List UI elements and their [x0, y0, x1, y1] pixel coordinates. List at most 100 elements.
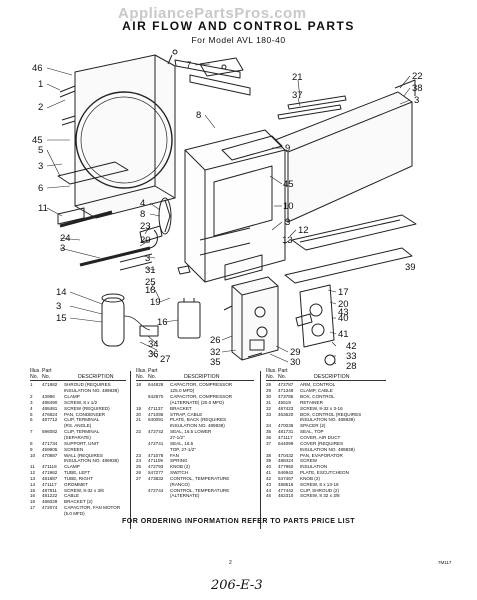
- part-description: STRAP, CABLE: [170, 411, 203, 417]
- illus-number: 37: [266, 440, 272, 446]
- illus-number: 3: [30, 399, 33, 405]
- part-description: TUBE, LEFT: [64, 470, 91, 476]
- illus-number: 23: [136, 452, 142, 458]
- callout: 29: [290, 347, 301, 358]
- callout: 9: [285, 143, 290, 154]
- callout: 31: [145, 265, 156, 276]
- part-description: GROMMET: [64, 481, 88, 487]
- callout: 45: [283, 179, 294, 190]
- watermark: AppliancePartsPros.com: [118, 5, 307, 22]
- callout: 30: [290, 357, 301, 368]
- illus-number: 2: [30, 394, 33, 400]
- part-description: CONTROL, TEMPERATURE: [170, 487, 230, 493]
- illus-number: 16: [30, 493, 36, 499]
- illus-number: 31: [266, 399, 272, 405]
- part-number: 471962: [42, 470, 58, 476]
- part-number: 488490: [42, 399, 58, 405]
- part-description: CLAMP: [64, 394, 80, 400]
- part-description: INSULATION NO. 489838): [170, 423, 225, 429]
- part-number: 472787: [278, 382, 294, 388]
- callout: 45: [32, 135, 43, 146]
- part-description: TOP, 27-1/2": [170, 446, 196, 452]
- illus-number: 26: [136, 470, 142, 476]
- part-description: BOX, CONTROL: [300, 394, 335, 400]
- callout: 43: [338, 307, 349, 318]
- part-description: SWITCH: [170, 470, 189, 476]
- ordering-footer: FOR ORDERING INFORMATION REFER TO PARTS …: [121, 518, 356, 525]
- part-number: 471095: [148, 411, 164, 417]
- part-description: PAN, EVAPORATOR: [300, 452, 343, 458]
- illus-number: 22: [136, 429, 142, 435]
- part-description: INSULATION NO. 489838): [300, 446, 355, 452]
- document-code: 7M117: [438, 560, 452, 565]
- illus-number: 15: [30, 487, 36, 493]
- part-number: 487811: [42, 487, 57, 493]
- part-number: 471734: [42, 440, 58, 446]
- col-description: DESCRIPTION: [78, 374, 114, 381]
- illus-number: 33: [266, 411, 272, 417]
- illus-number: 17: [30, 505, 36, 511]
- illus-number: 10: [30, 452, 36, 458]
- part-number: 482310: [278, 493, 294, 499]
- callout: 38: [412, 83, 423, 94]
- part-description: SCREW, 8 x 1/2: [64, 399, 98, 405]
- part-description: WALL (REQUIRES: [64, 452, 103, 458]
- callout: 46: [32, 63, 43, 74]
- part-description: RETAINER: [300, 399, 323, 405]
- part-description: SEAL, 16.5: [170, 440, 194, 446]
- callout: 20: [338, 299, 349, 310]
- part-description: BRACKET (2): [64, 499, 93, 505]
- part-number: 547467: [278, 475, 294, 481]
- callout: 19: [150, 297, 161, 308]
- part-description: CLIP, TERMINAL: [64, 417, 100, 423]
- part-number: 642870: [148, 394, 164, 400]
- part-description: SEAL, TOP: [300, 429, 324, 435]
- col-description: DESCRIPTION: [314, 374, 350, 381]
- callout: 33: [346, 351, 357, 362]
- callout: 23: [140, 221, 151, 232]
- part-number: 488424: [278, 458, 294, 464]
- parts-table-row: (ALTERNATE) (20.0 MFD): [136, 400, 246, 406]
- part-number: 596082: [42, 429, 58, 435]
- callout: 26: [210, 335, 221, 346]
- part-description: CONTROL, TEMPERATURE: [170, 475, 230, 481]
- part-description: ARM, CONTROL: [300, 382, 336, 388]
- callout: 20: [140, 235, 151, 246]
- part-number: 471118: [42, 464, 57, 470]
- part-number: 459905: [42, 446, 58, 452]
- part-number: 471137: [148, 405, 163, 411]
- parts-table-row: (RANCO): [136, 482, 246, 488]
- illus-number: 12: [30, 470, 36, 476]
- callout: 3: [60, 243, 65, 254]
- center-wall-drawing: [184, 129, 286, 283]
- part-number: 471117: [42, 481, 57, 487]
- callout: 3: [145, 253, 150, 264]
- col-description: DESCRIPTION: [184, 374, 220, 381]
- part-description: SEAL, 16.5 LOWER: [170, 429, 212, 435]
- callout: 34: [148, 339, 159, 350]
- part-description: CAPACITOR, COMPRESSOR: [170, 382, 233, 388]
- part-description: (RANCO): [170, 481, 190, 487]
- callout: 3: [285, 217, 290, 228]
- parts-table-row: 12 471962 TUBE, LEFT: [30, 470, 140, 476]
- illus-number: 24: [136, 458, 142, 464]
- illus-number: 44: [266, 487, 272, 493]
- part-number: 472741: [148, 440, 164, 446]
